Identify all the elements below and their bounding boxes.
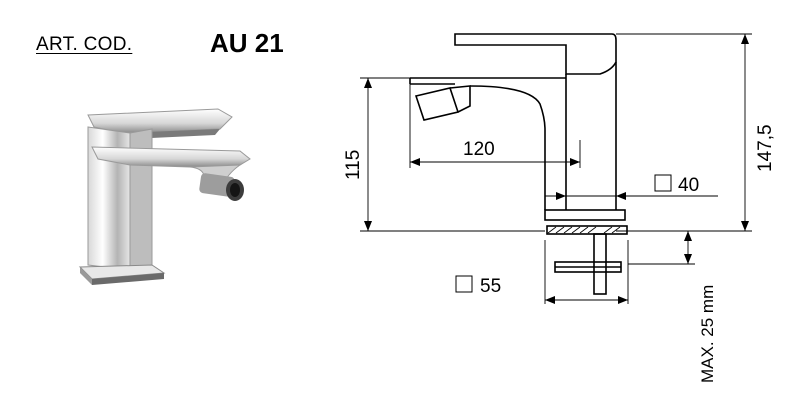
square-symbol-55 xyxy=(455,275,473,293)
dim-base-square: 55 xyxy=(480,276,501,297)
body-outline xyxy=(565,62,617,210)
product-photo xyxy=(78,108,251,285)
lever-outline xyxy=(454,33,617,75)
dim-total-height: 147,5 xyxy=(755,124,776,172)
square-symbol-40 xyxy=(654,174,672,192)
nozzle-outline xyxy=(414,85,471,121)
countertop-hatch xyxy=(547,226,621,234)
base-flange xyxy=(544,209,626,221)
dim-spout-height: 115 xyxy=(343,150,364,180)
article-code-value: AU 21 xyxy=(210,28,284,58)
spout-outline xyxy=(409,77,566,210)
photo-spout xyxy=(91,146,251,201)
article-code-label: ART. COD. xyxy=(36,34,133,55)
dim-max-thickness: MAX. 25 mm xyxy=(698,285,717,383)
photo-base xyxy=(78,264,166,285)
dim-spout-reach: 120 xyxy=(463,139,495,160)
base-plate xyxy=(546,225,628,235)
dim-body-square: 40 xyxy=(678,175,699,196)
mounting-rod xyxy=(593,233,607,295)
